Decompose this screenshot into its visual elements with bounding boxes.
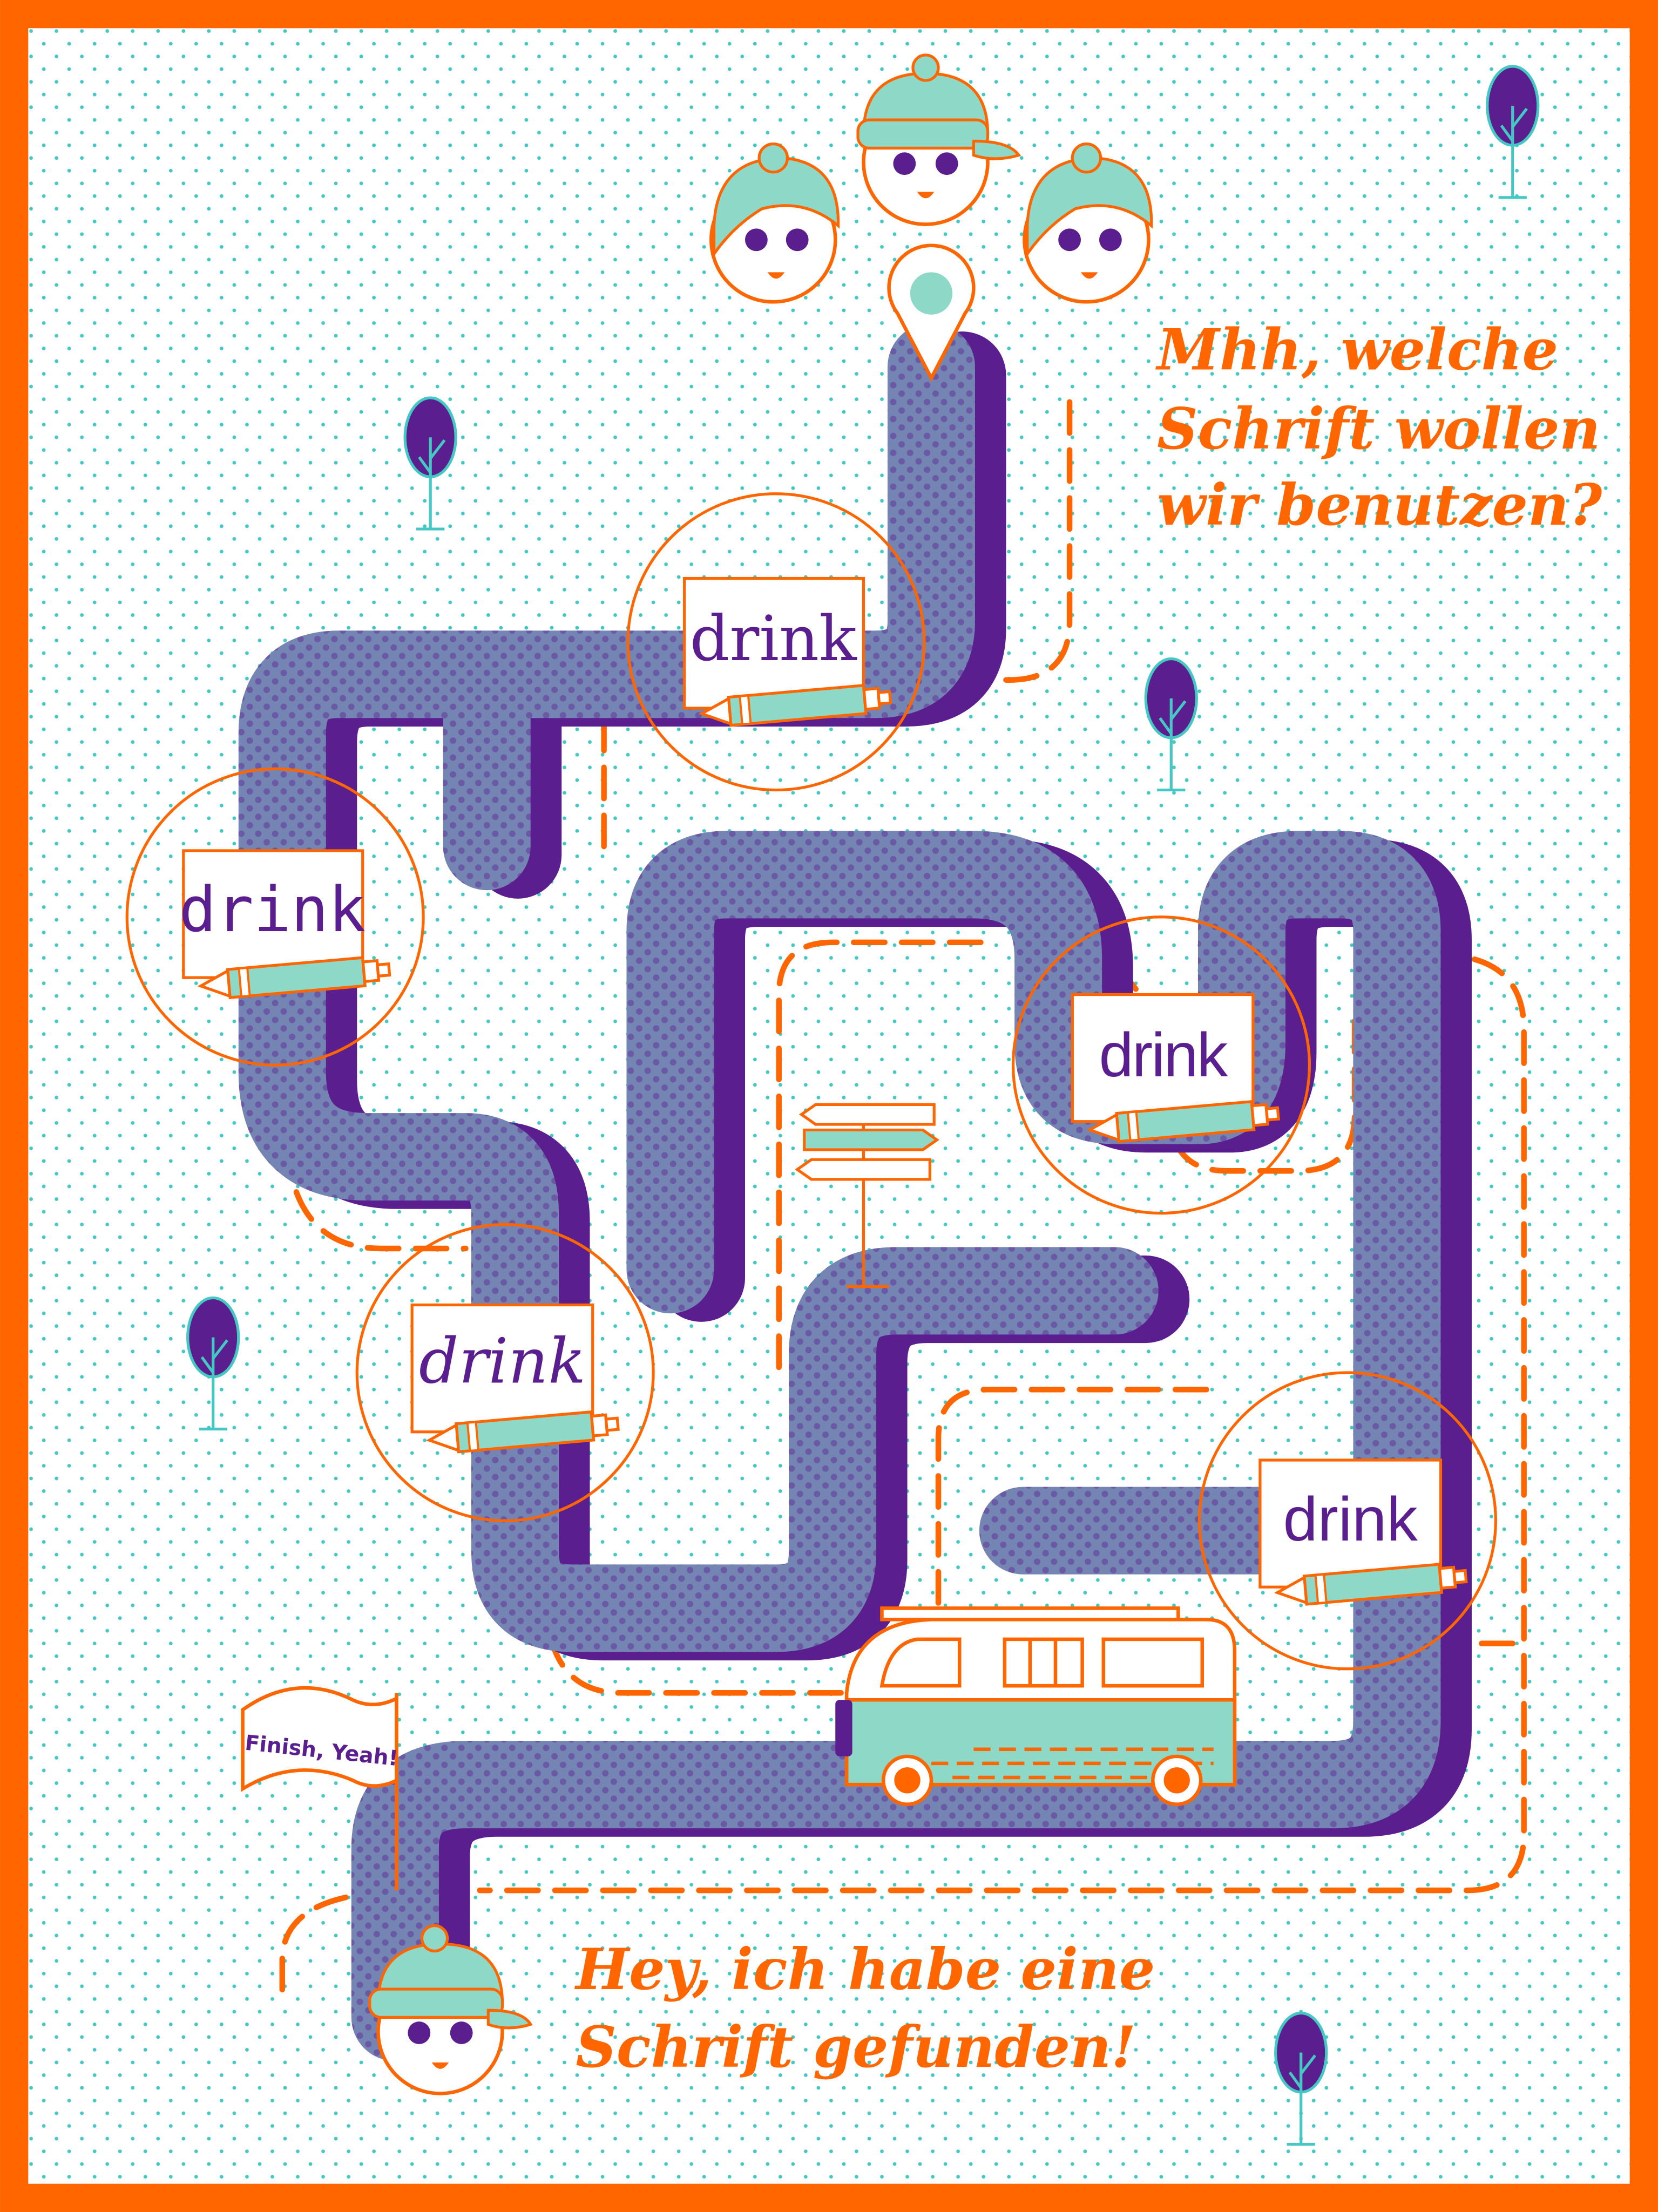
camper-van [835, 1606, 1237, 1806]
font-sample-4: drink [355, 1223, 655, 1522]
answer-line-2: Schrift gefunden! [576, 2014, 1136, 2080]
question-line-1: Mhh, welche [1155, 317, 1558, 383]
sign-label: drink [419, 1325, 586, 1397]
font-sample-3: drink [1011, 915, 1311, 1215]
signpost-icon [795, 1103, 939, 1288]
sign-label: drink [690, 603, 857, 675]
sign-label: drink [179, 874, 366, 946]
face-left [709, 142, 840, 304]
winding-road [238, 323, 1441, 2061]
question-line-3: wir benutzen? [1157, 472, 1603, 538]
face-finish [368, 1924, 533, 2095]
answer-line-1: Hey, ich habe eine [574, 1936, 1155, 2003]
question-text: Mhh, welche Schrift wollen wir benutzen? [1155, 317, 1603, 538]
face-center [856, 53, 1021, 226]
answer-text: Hey, ich habe eine Schrift gefunden! [574, 1936, 1155, 2080]
font-sample-5: drink [1197, 1371, 1498, 1671]
face-right [1023, 142, 1153, 304]
location-pin-icon [887, 243, 976, 382]
font-sample-2: drink [125, 767, 425, 1067]
sign-label: drink [1283, 1485, 1418, 1554]
finish-flag: Finish, Yeah! [241, 1686, 400, 1891]
font-sample-1: drink [626, 492, 926, 792]
question-line-2: Schrift wollen [1157, 396, 1600, 462]
sign-label: drink [1099, 1021, 1228, 1090]
